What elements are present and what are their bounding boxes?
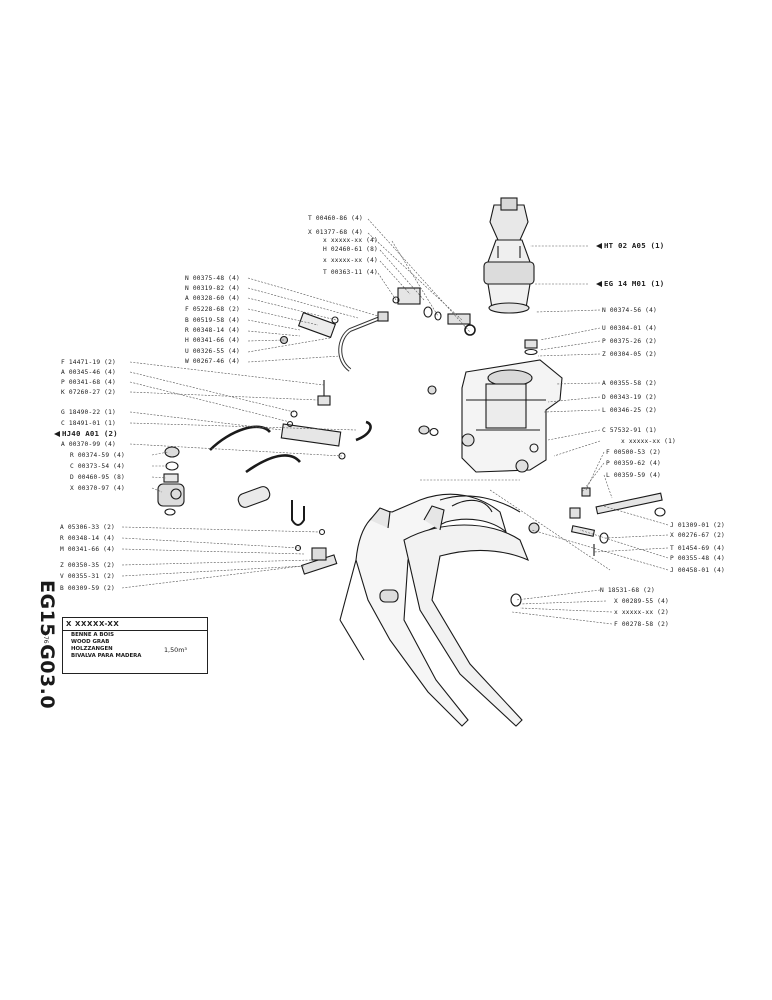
lower-pin <box>294 528 338 575</box>
title-name-fr: BENNE A BOIS <box>71 632 115 638</box>
title-block-names: BENNE A BOIS WOOD GRAB HOLZZANGEN BIVALV… <box>71 632 141 660</box>
part-label: A 00328-60 (4) <box>185 295 240 302</box>
part-label: L 00359-59 (4) <box>606 472 661 479</box>
part-label: D 00460-95 (8) <box>70 474 125 481</box>
bearing-parts <box>157 446 305 526</box>
part-label: C 57532-91 (1) <box>602 427 657 434</box>
part-label: R 00348-14 (4) <box>185 327 240 334</box>
part-label: x xxxxx-xx (1) <box>621 438 676 445</box>
part-label: R 00348-14 (4) <box>60 535 115 542</box>
part-label: N 00319-82 (4) <box>185 285 240 292</box>
part-label: N 00374-56 (4) <box>602 307 657 314</box>
title-block: X XXXXX-XX BENNE A BOIS WOOD GRAB HOLZZA… <box>62 617 208 674</box>
part-label: J 01309-01 (2) <box>670 522 725 529</box>
part-label: H 02460-61 (8) <box>323 246 378 253</box>
arrow-left-icon <box>596 243 602 249</box>
part-label: T 00363-11 (4) <box>323 269 378 276</box>
part-label: F 14471-19 (2) <box>61 359 116 366</box>
part-label: P 00359-62 (4) <box>606 460 661 467</box>
part-label: H 00341-66 (4) <box>185 337 240 344</box>
part-label: Z 00350-35 (2) <box>60 562 115 569</box>
part-label: Z 00304-05 (2) <box>602 351 657 358</box>
part-label: T 00460-86 (4) <box>308 215 363 222</box>
part-label: C 00373-54 (4) <box>70 463 125 470</box>
part-label: N 18531-68 (2) <box>600 587 655 594</box>
part-label: V 00355-31 (2) <box>60 573 115 580</box>
part-label: N 00375-48 (4) <box>185 275 240 282</box>
part-label: J 00458-01 (4) <box>670 567 725 574</box>
part-label: x xxxxx-xx (4) <box>323 237 378 244</box>
part-label: C 18491-01 (1) <box>61 420 116 427</box>
part-label: G 18490-22 (1) <box>61 409 116 416</box>
subassembly-reference-label: HJ40 A01 (2) <box>62 429 118 438</box>
rotator-assembly <box>483 197 535 314</box>
arrow-left-icon <box>54 431 60 437</box>
part-label: F 05228-68 (2) <box>185 306 240 313</box>
part-label: D 00343-19 (2) <box>602 394 657 401</box>
upper-hose <box>279 287 476 372</box>
leader-lines <box>121 218 669 625</box>
part-label: X 00370-97 (4) <box>70 485 125 492</box>
part-label: A 00345-46 (4) <box>61 369 116 376</box>
subassembly-reference[interactable]: EG 14 M01 (1) <box>596 280 664 287</box>
right-pin-assembly <box>528 487 666 556</box>
title-name-en: WOOD GRAB <box>71 639 110 645</box>
part-label: A 05306-33 (2) <box>60 524 115 531</box>
part-label: A 00370-99 (4) <box>61 441 116 448</box>
part-label: X 00276-67 (2) <box>670 532 725 539</box>
part-label: P 00355-48 (4) <box>670 555 725 562</box>
arrow-left-icon <box>596 281 602 287</box>
part-label: F 00500-53 (2) <box>606 449 661 456</box>
part-label: B 00309-59 (2) <box>60 585 115 592</box>
part-label: L 00346-25 (2) <box>602 407 657 414</box>
part-label: P 00341-68 (4) <box>61 379 116 386</box>
drawing-code-text: EG15 G03.0 <box>36 580 58 710</box>
subassembly-reference-label: HT 02 A05 (1) <box>604 241 665 250</box>
part-label: M 00341-66 (4) <box>60 546 115 553</box>
subassembly-reference-label: EG 14 M01 (1) <box>604 279 665 288</box>
title-volume: 1,50m³ <box>163 646 187 654</box>
part-label: U 00326-55 (4) <box>185 348 240 355</box>
title-name-es: BIVALVA PARA MADERA <box>71 653 142 659</box>
part-label: B 00519-58 (4) <box>185 317 240 324</box>
part-label: F 00278-58 (2) <box>614 621 669 628</box>
grab-tines <box>339 493 530 727</box>
part-label: T 01454-69 (4) <box>670 545 725 552</box>
part-label: x xxxxx-xx (4) <box>323 257 378 264</box>
part-label: W 00267-46 (4) <box>185 358 240 365</box>
part-label: A 00355-58 (2) <box>602 380 657 387</box>
part-label: R 00374-59 (4) <box>70 452 125 459</box>
part-label: X 01377-68 (4) <box>308 229 363 236</box>
part-label: P 00375-26 (2) <box>602 338 657 345</box>
grab-frame <box>418 339 563 473</box>
part-label: X 00289-55 (4) <box>614 598 669 605</box>
part-label: U 00304-01 (4) <box>602 325 657 332</box>
part-label: K 07260-27 (2) <box>61 389 116 396</box>
title-name-de: HOLZZANGEN <box>71 646 113 652</box>
subassembly-reference[interactable]: HJ40 A01 (2) <box>54 430 118 437</box>
revision-mark: 3-76 <box>42 630 49 644</box>
subassembly-reference[interactable]: HT 02 A05 (1) <box>596 242 664 249</box>
valve-block <box>209 380 372 474</box>
part-label: x xxxxx-xx (2) <box>614 609 669 616</box>
title-block-code: X XXXXX-XX <box>63 618 207 631</box>
